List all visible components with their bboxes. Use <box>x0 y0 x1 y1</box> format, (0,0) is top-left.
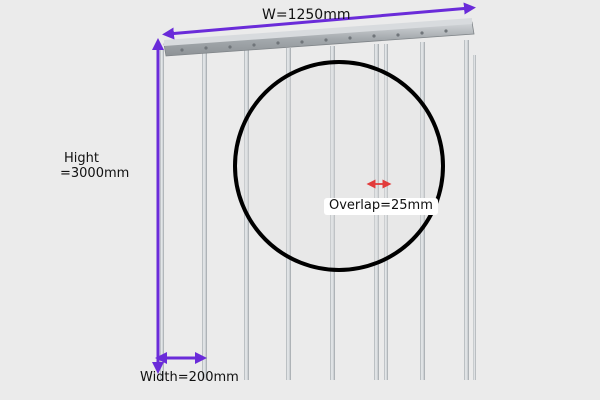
overlap-label: Overlap=25mm <box>324 198 438 215</box>
curtain-strip <box>464 40 469 380</box>
magnifier-circle <box>233 60 445 272</box>
height-label-line1: Hight <box>64 151 99 166</box>
mounting-rail <box>163 18 475 57</box>
curtain-strip <box>202 50 207 380</box>
strip-width-label: Width=200mm <box>140 370 239 385</box>
overall-width-label: W=1250mm <box>262 7 351 23</box>
height-label: Hight =3000mm <box>60 151 130 182</box>
height-label-line2: =3000mm <box>60 165 130 181</box>
overall-width-arrow <box>162 2 476 40</box>
curtain-strip <box>473 55 476 380</box>
curtain-strip <box>160 50 164 380</box>
curtain-strip <box>286 48 291 380</box>
